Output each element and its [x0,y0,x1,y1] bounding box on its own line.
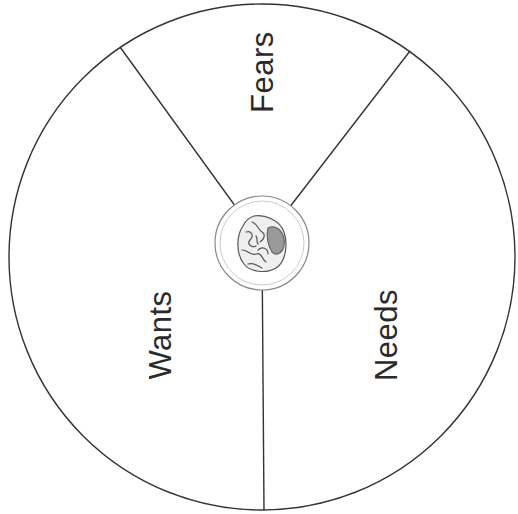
sector-label: Wants [145,290,176,379]
sector-region: Needs [365,283,408,387]
sector-label: Fears [247,31,278,113]
outer-circle [9,4,515,510]
sector-region: Fears [241,25,284,119]
sector-region: Wants [139,284,182,385]
sector-label: Needs [371,289,402,381]
center-circle [215,196,309,290]
brain-icon [238,216,286,272]
center-ring [220,201,304,285]
